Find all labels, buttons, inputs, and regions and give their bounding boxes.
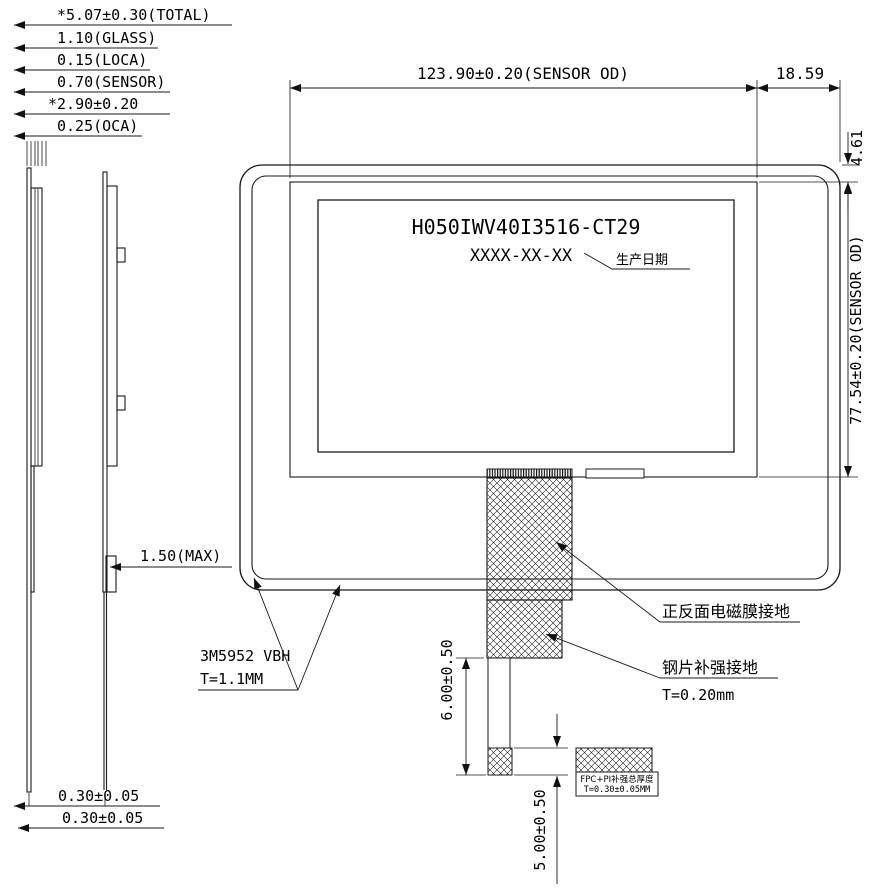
dim-bottom-1-label: 0.30±0.05 [58, 787, 139, 805]
date-label: 生产日期 [616, 253, 668, 268]
dim-profile-max-label: 1.50(MAX) [140, 547, 221, 565]
dim-fpc-lower: 5.00±0.50 [514, 714, 568, 884]
emi-ground-label: 正反面电磁膜接地 [662, 602, 790, 621]
tape-note: 3M5952 VBH T=1.1MM [198, 577, 341, 691]
active-area-outline [317, 199, 735, 453]
steel-ground-note: 钢片补强接地 T=0.20mm [545, 633, 778, 704]
fpc-assembly [486, 468, 645, 776]
dim-right-offset-label: 18.59 [776, 64, 824, 83]
steel-ground-label: 钢片补强接地 [662, 658, 758, 677]
dim-sensor-height-label: 77.54±0.20(SENSOR OD) [847, 235, 865, 425]
dim-fpc-lower-label: 5.00±0.50 [531, 789, 549, 870]
steel-stiffener-section [486, 599, 563, 659]
fpc-note-line2: T=0.30±0.05MM [584, 785, 651, 795]
dim-bottom-2-label: 0.30±0.05 [62, 809, 143, 827]
side-view-module-profile [102, 171, 126, 790]
dim-top: 123.90±0.20(SENSOR OD) 18.59 [289, 64, 841, 178]
tape-label-line2: T=1.1MM [200, 670, 263, 688]
dim-right: 4.61 77.54±0.20(SENSOR OD) [759, 130, 866, 478]
callout-loca: 0.15(LOCA) [57, 51, 147, 69]
emi-film-section [486, 477, 573, 601]
fpc-note-block: FPC+PI补强总厚度 T=0.30±0.05MM [575, 747, 659, 797]
date-leader-line [583, 252, 690, 270]
fpc-note-hatch [575, 747, 653, 773]
fpc-note-line1: FPC+PI补强总厚度 [580, 774, 654, 785]
callout-290: *2.90±0.20 [48, 95, 138, 113]
fpc-note-box [575, 771, 659, 797]
dim-profile-max: 1.50(MAX) [110, 547, 232, 571]
dim-sensor-width-label: 123.90±0.20(SENSOR OD) [417, 64, 629, 83]
emi-ground-note: 正反面电磁膜接地 [555, 541, 800, 623]
date-code: XXXX-XX-XX [470, 246, 573, 266]
tape-label-line1: 3M5952 VBH [200, 647, 290, 665]
dim-bottom-layers: 0.30±0.05 0.30±0.05 [14, 787, 164, 832]
callout-oca: 0.25(OCA) [57, 117, 138, 135]
fpc-end-stiffener [487, 747, 513, 776]
stack-thickness-callouts: *5.07±0.30(TOTAL) 1.10(GLASS) 0.15(LOCA)… [14, 6, 232, 166]
part-number: H050IWV40I3516-CT29 [412, 215, 641, 239]
callout-glass: 1.10(GLASS) [57, 29, 156, 47]
side-view-glass-stack [26, 167, 43, 793]
steel-thickness-label: T=0.20mm [662, 686, 734, 704]
fpc-bonding-strip [486, 468, 573, 479]
callout-total: *5.07±0.30(TOTAL) [57, 6, 211, 24]
dim-fpc-upper-label: 6.00±0.50 [438, 639, 456, 720]
dim-fpc-upper: 6.00±0.50 [438, 639, 486, 776]
fpc-side-pad [585, 468, 645, 479]
callout-sensor: 0.70(SENSOR) [57, 73, 165, 91]
dim-top-offset-label: 4.61 [848, 130, 866, 166]
fpc-tail [487, 657, 511, 749]
